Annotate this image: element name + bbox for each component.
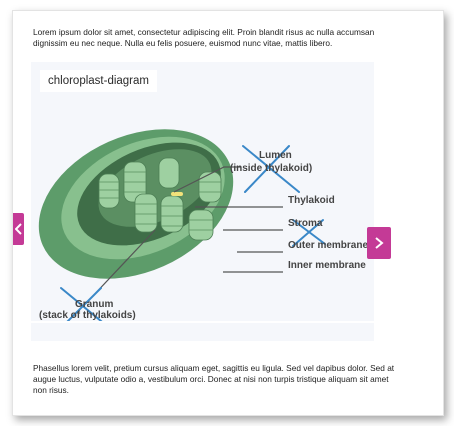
label-lumen: Lumen bbox=[259, 150, 292, 161]
figure-panel: Lumen (inside thylakoid) Thylakoid Strom… bbox=[31, 62, 374, 321]
chevron-right-icon bbox=[375, 237, 384, 249]
label-inner-membrane: Inner membrane bbox=[288, 260, 366, 271]
label-granum: Granum bbox=[75, 299, 114, 310]
intro-paragraph: Lorem ipsum dolor sit amet, consectetur … bbox=[33, 27, 375, 48]
chloroplast-illustration bbox=[38, 129, 326, 321]
label-lumen-subtitle: (inside thylakoid) bbox=[230, 163, 313, 174]
label-granum-subtitle: (stack of thylakoids) bbox=[39, 310, 136, 321]
outro-paragraph: Phasellus lorem velit, pretium cursus al… bbox=[33, 363, 395, 395]
figure-caption-strip bbox=[31, 323, 374, 341]
content-card: Lorem ipsum dolor sit amet, consectetur … bbox=[12, 10, 444, 416]
next-slide-button[interactable] bbox=[367, 227, 391, 259]
label-stroma: Stroma bbox=[288, 218, 323, 229]
figure-title: chloroplast-diagram bbox=[40, 70, 157, 92]
chevron-left-icon bbox=[14, 223, 22, 235]
prev-slide-button[interactable] bbox=[13, 213, 24, 245]
label-outer-membrane: Outer membrane bbox=[288, 240, 369, 251]
label-thylakoid: Thylakoid bbox=[288, 195, 335, 206]
